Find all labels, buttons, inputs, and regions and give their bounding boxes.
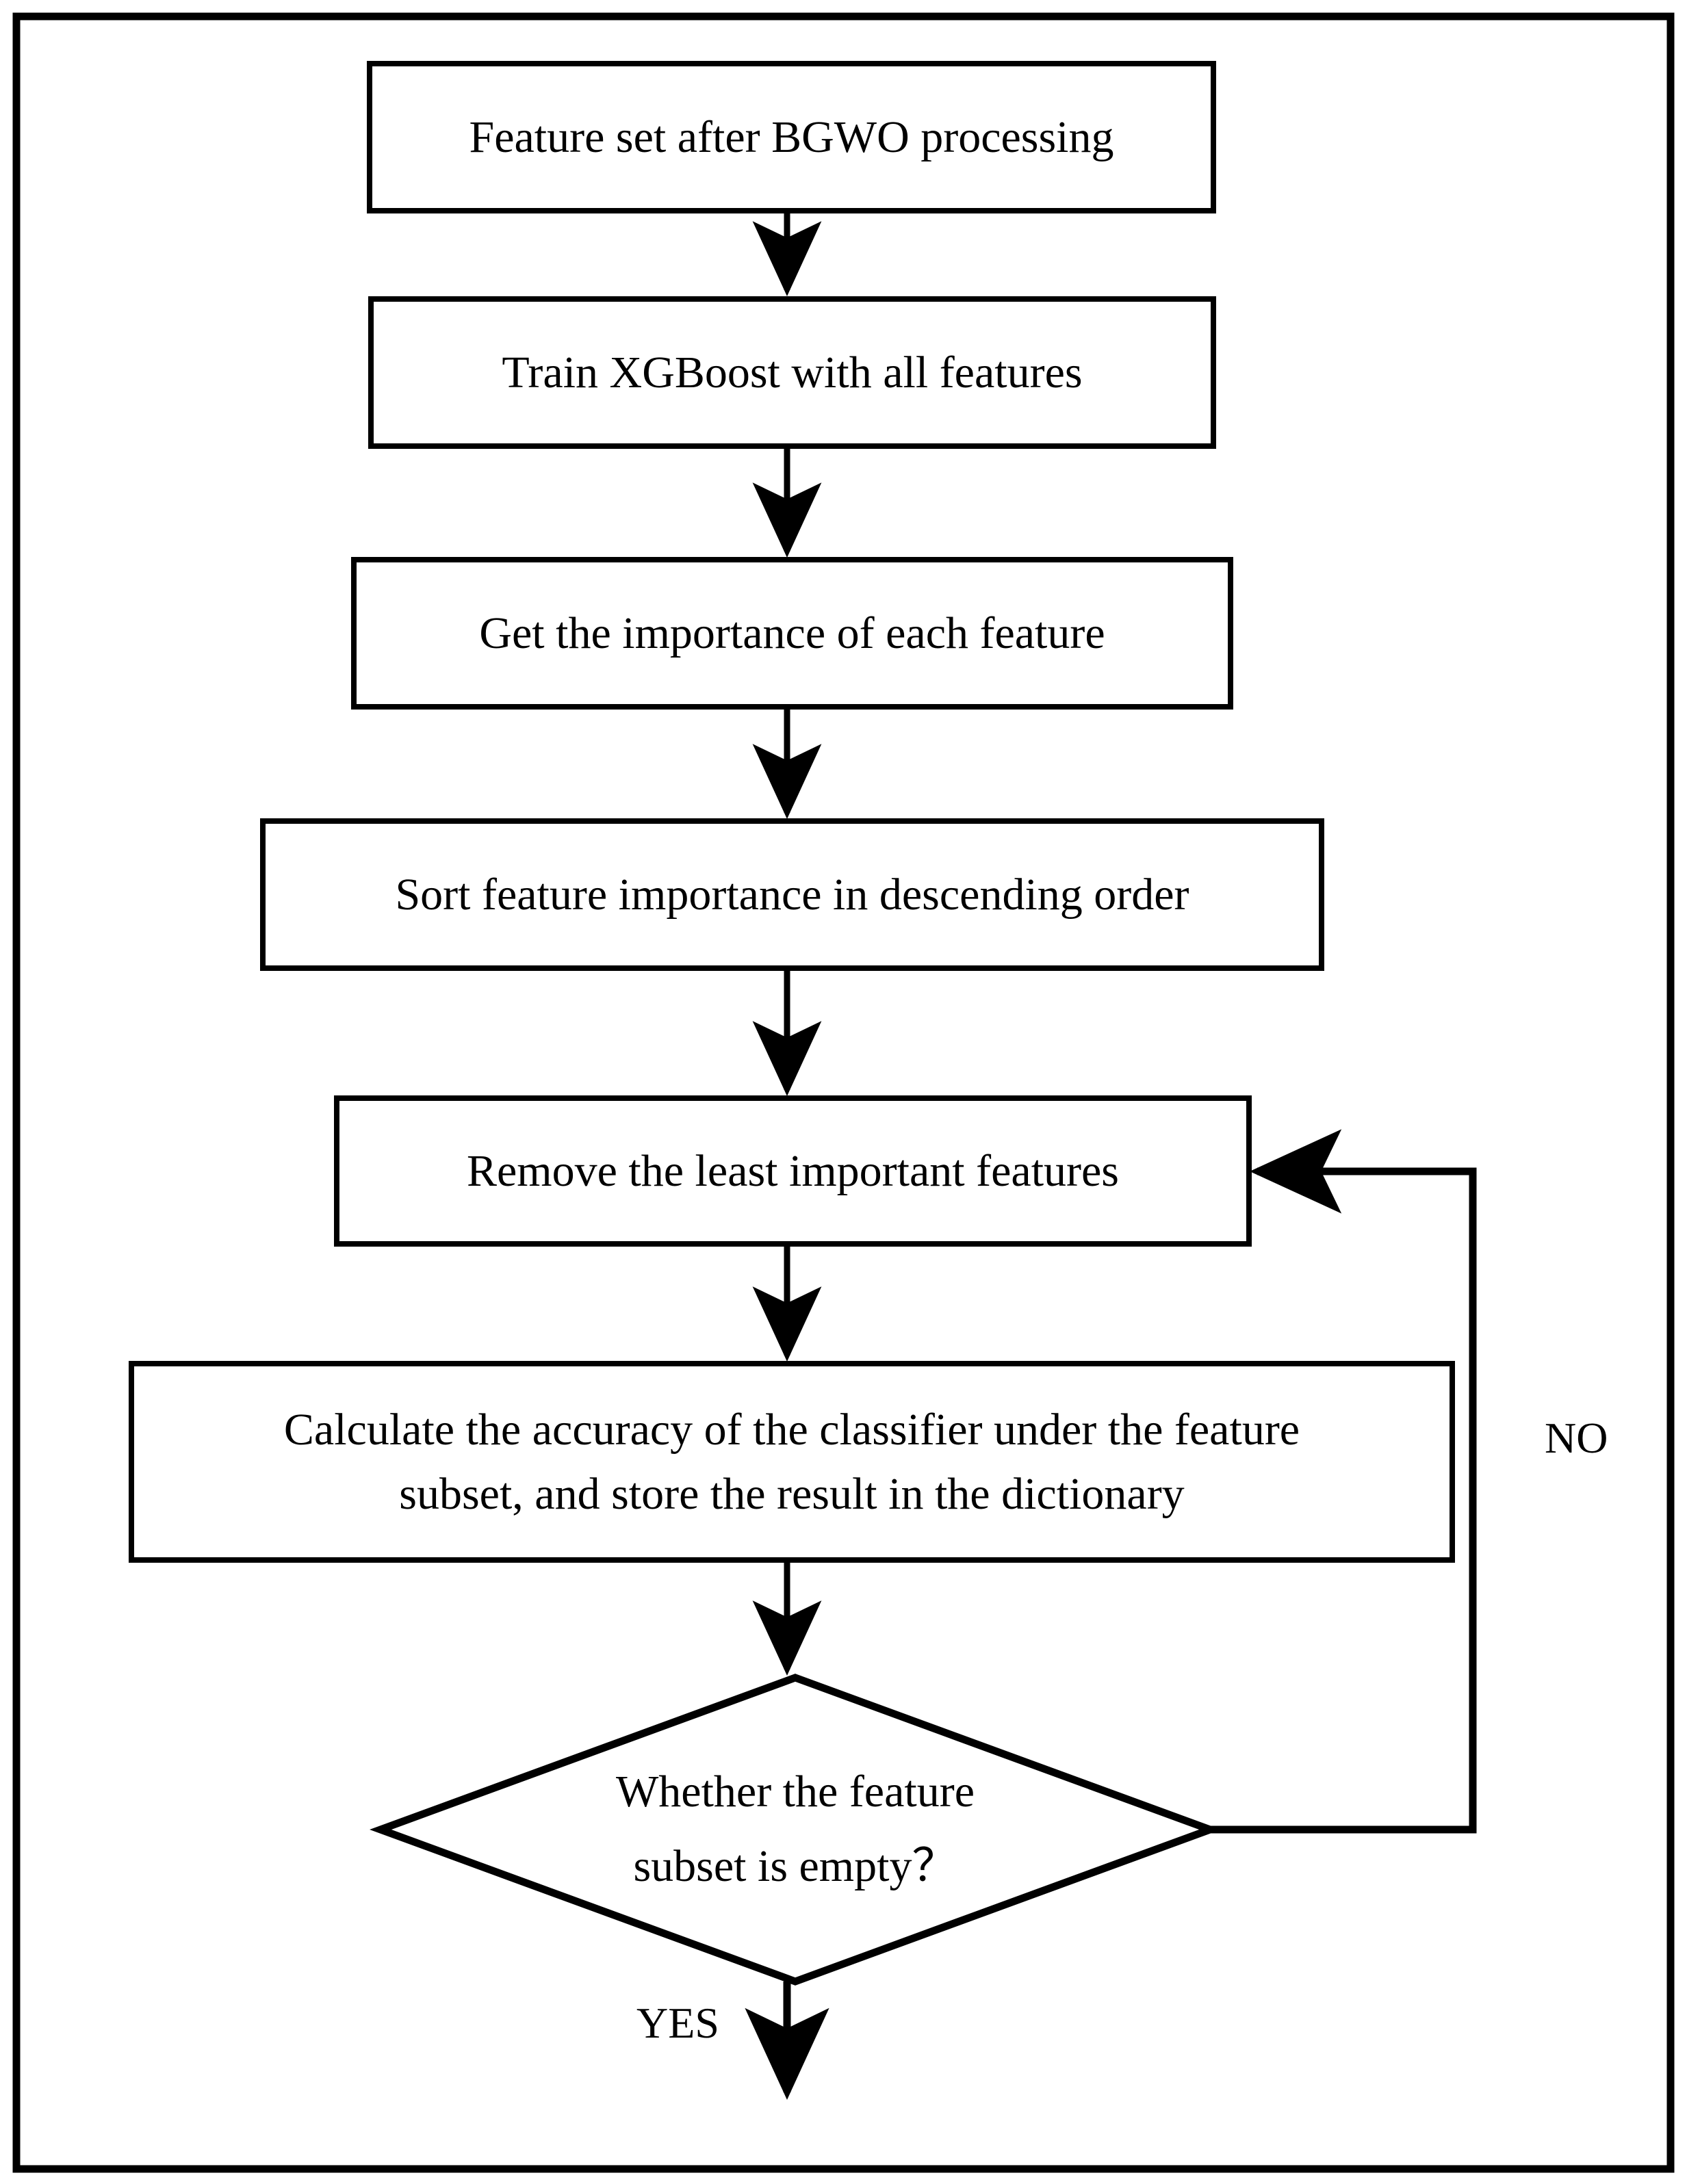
node-rect-get-importance (351, 557, 1233, 710)
edge-no-feedback (1210, 1129, 1477, 1834)
node-rect-train-xgboost (368, 296, 1216, 449)
node-rect-remove-least (334, 1095, 1252, 1247)
edge-label-no: NO (1545, 1414, 1608, 1462)
node-rect-sort-importance (260, 818, 1324, 971)
edge-label-yes: YES (636, 1999, 719, 2047)
outer-border (12, 12, 1675, 2173)
node-rect-calculate-accuracy (129, 1361, 1455, 1563)
node-rect-feature-set (367, 61, 1216, 213)
node-diamond-subset-empty (370, 1674, 1221, 1986)
